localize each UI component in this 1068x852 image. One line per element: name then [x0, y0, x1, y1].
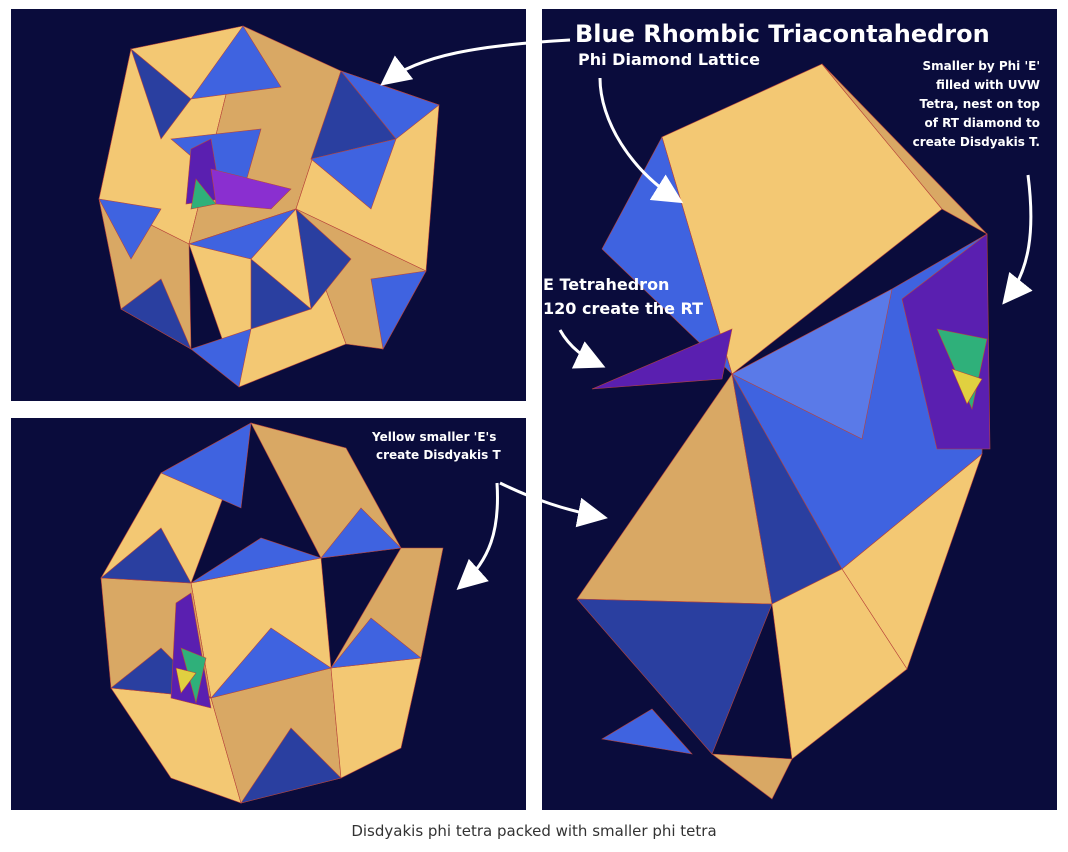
rt-face: [370, 270, 427, 350]
dt-face: [210, 627, 332, 699]
rt-face: [98, 198, 162, 260]
rt-face: [130, 48, 192, 140]
rt-face: [120, 278, 192, 350]
diamond-face: [821, 63, 988, 235]
disdyakis-render: [100, 422, 444, 804]
dt-face: [190, 537, 323, 584]
rhombic-triacontahedron-render: [98, 25, 440, 388]
e-tetrahedron: [601, 708, 693, 755]
diamond-face: [731, 288, 893, 440]
diamond-face: [576, 598, 773, 755]
diamond-face: [711, 753, 793, 800]
figure-caption: Disdyakis phi tetra packed with smaller …: [351, 822, 717, 840]
rt-face: [250, 258, 312, 330]
rt-face: [187, 208, 297, 260]
diamond-face: [771, 568, 908, 760]
dt-face: [100, 527, 192, 584]
rt-face: [295, 208, 352, 310]
panel-rhombic-triacontahedron: [11, 9, 526, 401]
rt-face: [190, 328, 252, 388]
panel-disdyakis: [11, 418, 526, 810]
rt-diamond-closeup-render: [576, 63, 991, 800]
inner-tetra-cluster: [951, 368, 983, 405]
rt-face: [310, 138, 397, 210]
inner-tetra-cluster: [190, 178, 217, 210]
panel-rt-diamond-closeup: [542, 9, 1057, 810]
inner-tetra-cluster: [175, 667, 197, 694]
dt-face: [240, 727, 342, 804]
e-tetrahedron: [591, 328, 733, 390]
rt-face: [190, 25, 282, 100]
inner-tetra-cluster: [210, 168, 292, 210]
dt-face: [160, 422, 252, 509]
dt-face: [330, 617, 422, 669]
dt-face: [330, 657, 422, 779]
dt-face: [320, 507, 402, 559]
